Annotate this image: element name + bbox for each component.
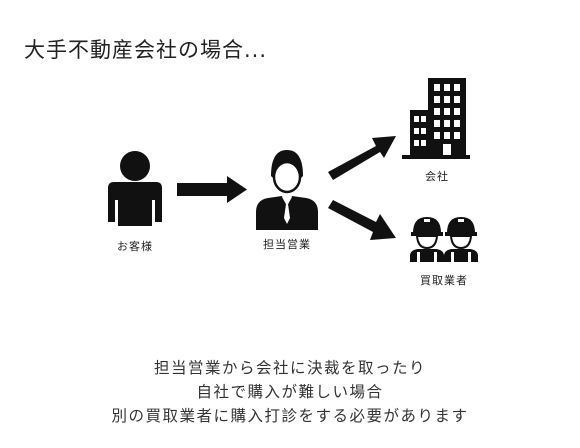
businessman-icon	[256, 150, 318, 230]
page-title: 大手不動産会社の場合...	[24, 38, 268, 62]
person-icon	[108, 151, 162, 226]
sales-rep-label: 担当営業	[263, 238, 311, 251]
building-icon	[402, 78, 470, 159]
caption-line-3: 別の買取業者に購入打診をする必要があります	[111, 407, 469, 425]
worker-left	[410, 217, 444, 262]
caption-line-2: 自社で購入が難しい場合	[196, 383, 384, 401]
construction-workers-icon	[410, 217, 478, 262]
arrow-up-right-icon	[328, 136, 396, 180]
caption: 担当営業から会社に決裁を取ったり 自社で購入が難しい場合 別の買取業者に購入打診…	[0, 356, 580, 428]
arrow-right-icon	[177, 176, 247, 203]
arrow-down-right-icon	[328, 200, 396, 240]
customer-label: お客様	[117, 240, 153, 253]
caption-line-1: 担当営業から会社に決裁を取ったり	[153, 359, 426, 377]
buyers-label: 買取業者	[420, 274, 468, 287]
company-label: 会社	[425, 170, 449, 183]
worker-right	[444, 217, 478, 262]
